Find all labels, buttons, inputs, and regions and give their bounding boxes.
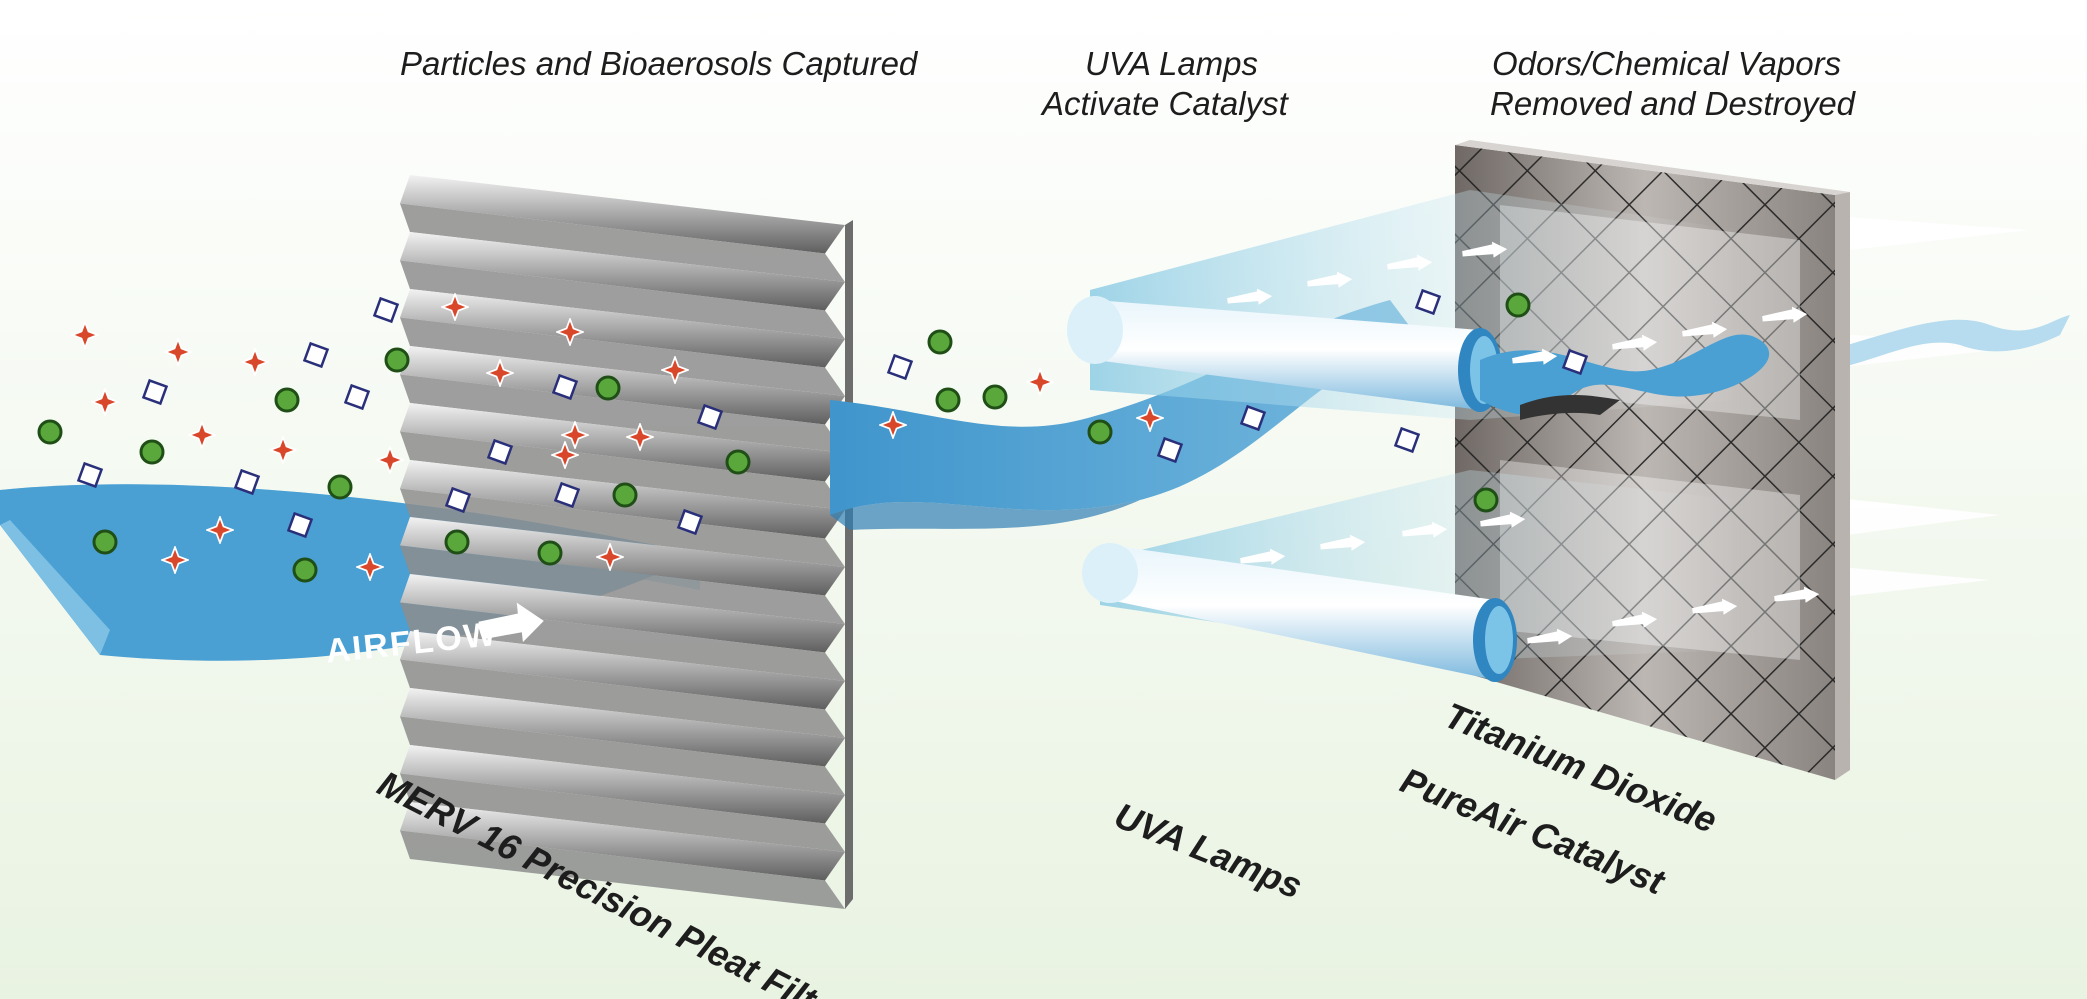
filter-pleat <box>400 232 845 311</box>
green-particle-icon <box>37 419 63 445</box>
green-particle-icon <box>725 449 751 475</box>
green-particle-icon <box>327 474 353 500</box>
filter-pleat-shadow <box>400 431 845 510</box>
green-particle-icon <box>595 375 621 401</box>
diamond-particle-icon <box>1156 436 1184 464</box>
filter-pleat <box>400 289 845 368</box>
diamond-particle-icon <box>1393 426 1421 454</box>
uva-lamp-bottom <box>1082 543 1517 682</box>
label-odors-line2: Removed and Destroyed <box>1490 85 1857 122</box>
filter-pleat-shadow <box>400 317 845 396</box>
diamond-particle-icon <box>302 341 330 369</box>
diamond-particle-icon <box>372 296 400 324</box>
diamond-particle-icon <box>696 403 724 431</box>
green-particle-icon <box>92 529 118 555</box>
diamond-particle-icon <box>1414 288 1442 316</box>
green-particle-icon <box>927 329 953 355</box>
filter-pleat <box>400 631 845 710</box>
diamond-particle-icon <box>286 511 314 539</box>
diamond-particle-icon <box>76 461 104 489</box>
filter-pleat-shadow <box>400 260 845 339</box>
filter-pleat <box>400 346 845 425</box>
diamond-particle-icon <box>343 383 371 411</box>
label-odors-line1: Odors/Chemical Vapors <box>1492 45 1841 82</box>
label-particles-captured: Particles and Bioaerosols Captured <box>400 45 919 82</box>
uva-lamps <box>1067 190 1740 682</box>
filter-pleat <box>400 745 845 824</box>
clean-air-outflow <box>1830 315 2070 370</box>
green-particle-icon <box>384 347 410 373</box>
diamond-particle-icon <box>233 468 261 496</box>
green-particle-icon <box>274 387 300 413</box>
filter-pleat-shadow <box>400 374 845 453</box>
green-particle-icon <box>1087 419 1113 445</box>
green-particle-icon <box>537 540 563 566</box>
diamond-particle-icon <box>553 481 581 509</box>
diamond-particle-icon <box>444 486 472 514</box>
filter-pleat-shadow <box>400 773 845 852</box>
green-particle-icon <box>612 482 638 508</box>
diamond-particle-icon <box>886 353 914 381</box>
arrow-icon <box>478 602 544 643</box>
filter-pleat <box>400 802 845 881</box>
filter-pleat-shadow <box>400 545 845 624</box>
diamond-particle-icon <box>486 438 514 466</box>
filter-pleat-shadow <box>400 659 845 738</box>
green-particle-icon <box>292 557 318 583</box>
filter-pleat-shadow <box>400 203 845 282</box>
green-particle-icon <box>1505 292 1531 318</box>
green-particle-icon <box>935 387 961 413</box>
label-uva-activate-line2: Activate Catalyst <box>1040 85 1290 122</box>
particles <box>37 288 1589 583</box>
diamond-particle-icon <box>1561 348 1589 376</box>
filter-pleat <box>400 688 845 767</box>
diamond-particle-icon <box>1239 404 1267 432</box>
diamond-particle-icon <box>551 373 579 401</box>
filter-edge <box>845 220 853 909</box>
diamond-particle-icon <box>141 378 169 406</box>
filter-pleat <box>400 175 845 254</box>
green-particle-icon <box>444 529 470 555</box>
green-particle-icon <box>1473 487 1499 513</box>
label-uva-activate-line1: UVA Lamps <box>1085 45 1258 82</box>
green-particle-icon <box>982 384 1008 410</box>
filter-pleat-shadow <box>400 830 845 909</box>
filter-pleat-shadow <box>400 716 845 795</box>
filter-pleat <box>400 574 845 653</box>
green-particle-icon <box>139 439 165 465</box>
filter-pleat-shadow <box>400 488 845 567</box>
diamond-particle-icon <box>676 508 704 536</box>
